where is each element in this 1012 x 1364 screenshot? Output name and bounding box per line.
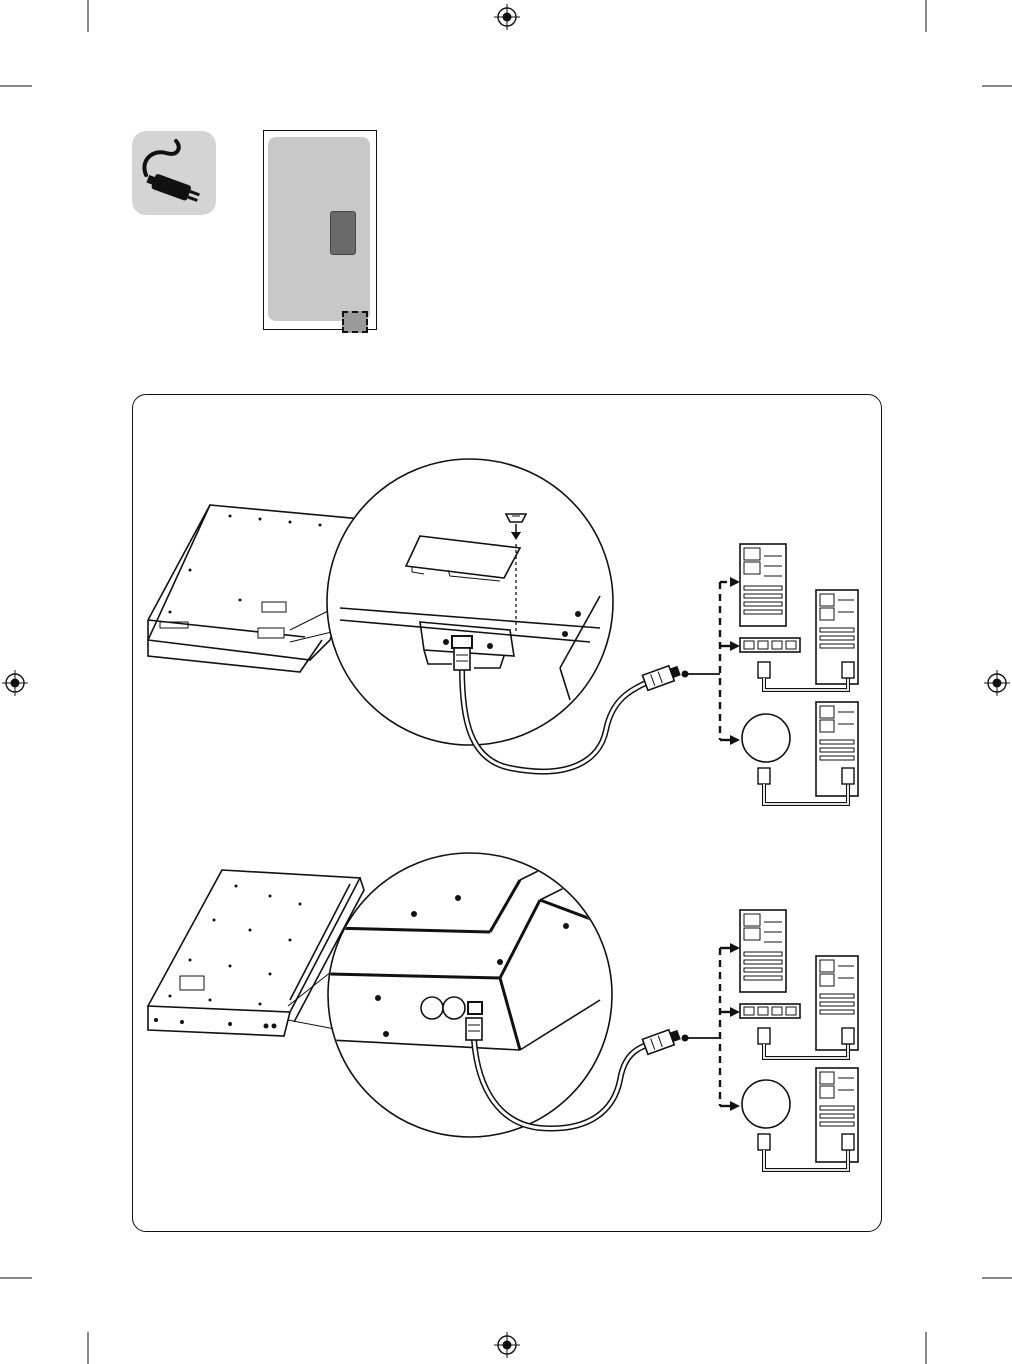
zoom-circle-upper: [327, 459, 613, 745]
lan-hub-icon: [740, 638, 800, 652]
computer-tower-icon: [740, 544, 786, 626]
network-router-icon: [742, 1080, 790, 1128]
connection-branches-upper: [720, 577, 740, 745]
computer-tower-icon: [740, 910, 786, 992]
connection-branches-lower: [720, 943, 740, 1111]
zoom-circle-lower: [328, 853, 620, 1137]
lan-hub-icon: [740, 1004, 800, 1018]
network-router-icon: [742, 714, 790, 762]
